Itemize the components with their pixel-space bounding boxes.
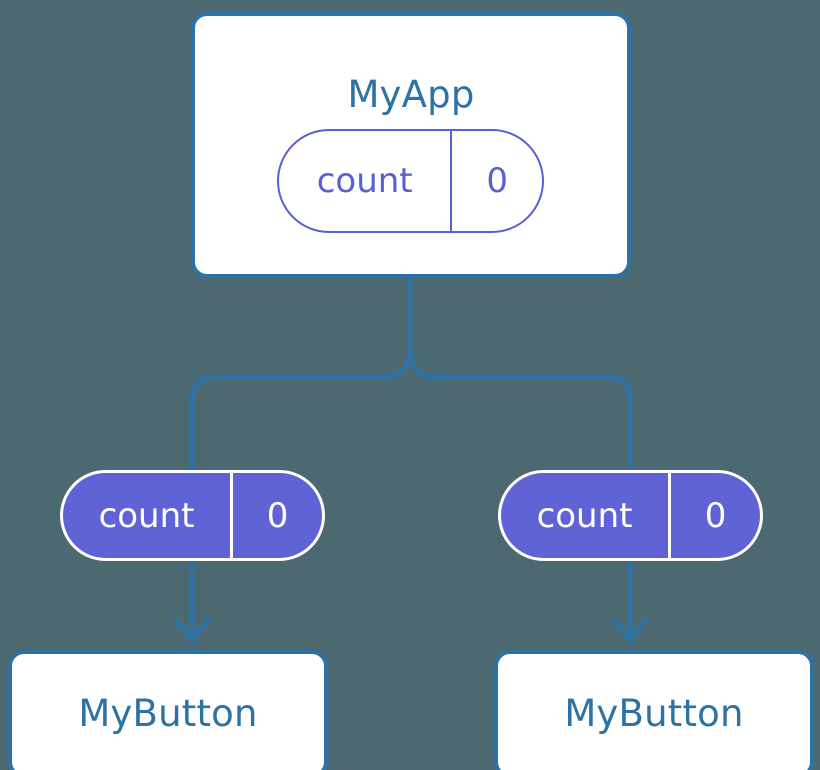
prop-pill-left-key: count (63, 473, 234, 558)
node-mybutton-right-label: MyButton (564, 692, 744, 735)
prop-pill-right-key: count (501, 473, 672, 558)
state-pill-myapp-key: count (279, 131, 453, 231)
prop-pill-left[interactable]: count 0 (60, 470, 325, 561)
node-mybutton-left-label: MyButton (78, 692, 258, 735)
state-pill-myapp[interactable]: count 0 (277, 129, 544, 233)
branch-right (407, 349, 633, 473)
node-myapp-label: MyApp (347, 73, 475, 116)
state-pill-myapp-value: 0 (486, 161, 508, 201)
arrow-head-left-icon (173, 617, 211, 643)
branch-left (189, 349, 413, 473)
node-mybutton-right[interactable]: MyButton (494, 650, 814, 770)
prop-pill-right[interactable]: count 0 (498, 470, 763, 561)
arrow-head-right-icon (611, 617, 649, 643)
prop-pill-right-value: 0 (704, 495, 727, 536)
prop-pill-left-value: 0 (266, 495, 289, 536)
node-mybutton-left[interactable]: MyButton (8, 650, 328, 770)
